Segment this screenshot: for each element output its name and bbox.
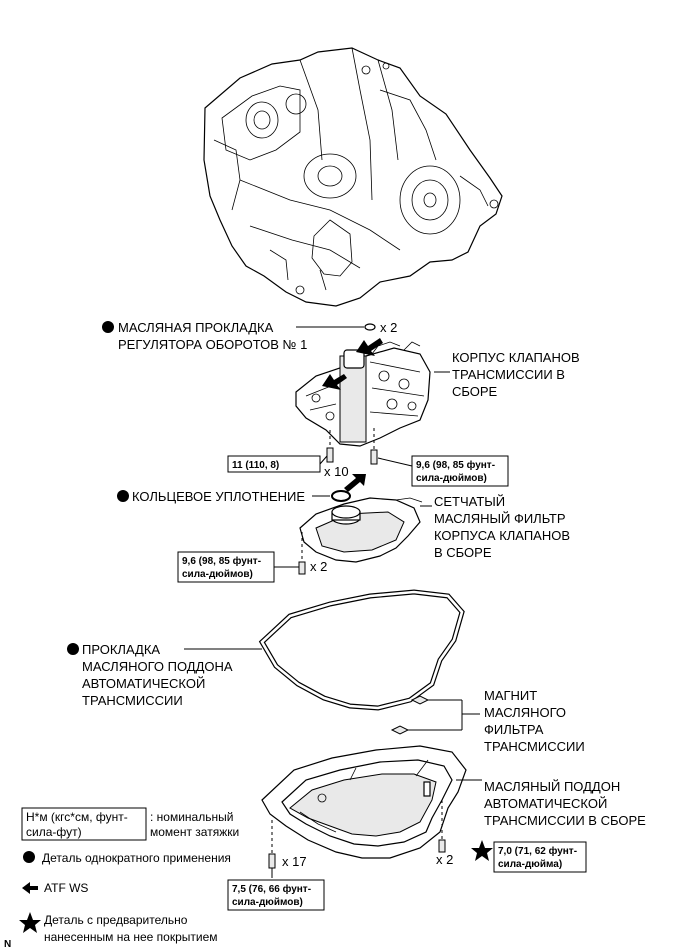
- valve-body-illustration: [295, 341, 431, 447]
- qty-bolt-pan-x2: x 2: [436, 852, 453, 867]
- torque-96a-line1: 9,6 (98, 85 фунт-: [416, 459, 495, 471]
- torque-70-line2: сила-дюйма): [498, 859, 562, 870]
- legend-unit-box: [21, 807, 147, 841]
- bolt-x10-part: [326, 447, 334, 463]
- qty-bolt-x10: x 10: [324, 464, 349, 479]
- precoated-star-pan-bolt: [471, 840, 493, 861]
- label-magnet-line3: ФИЛЬТРА: [484, 722, 544, 737]
- bolt-96a-part: [370, 449, 378, 465]
- torque-70-line1: 7,0 (71, 62 фунт-: [498, 845, 577, 857]
- label-gasket-regulator-line2: РЕГУЛЯТОРА ОБОРОТОВ № 1: [118, 337, 307, 352]
- label-oil-pan-line2: АВТОМАТИЧЕСКОЙ: [484, 796, 607, 811]
- legend-precoated-line2: нанесенным на нее покрытием: [44, 930, 218, 944]
- non-reusable-bullet-gasket-regulator: [102, 321, 114, 333]
- magnet-part-2: [390, 725, 410, 735]
- bolt-strainer-part: [298, 561, 306, 575]
- legend-precoated-star-icon: [19, 912, 41, 933]
- transmission-housing-illustration: [203, 47, 503, 307]
- qty-bolt-strainer: x 2: [310, 559, 327, 574]
- torque-75-line1: 7,5 (76, 66 фунт-: [232, 883, 311, 895]
- legend-atf-arrow-icon: [22, 882, 38, 894]
- leader-torque-11: [319, 455, 328, 465]
- oil-strainer-illustration: [299, 497, 423, 563]
- leader-torque-96a: [377, 457, 413, 467]
- legend-unit-desc-line2: момент затяжки: [150, 825, 239, 839]
- non-reusable-bullet-o-ring: [117, 490, 129, 502]
- pan-gasket-illustration: [258, 589, 465, 711]
- bolt-pan-x2-part: [438, 839, 446, 853]
- label-valve-body-line3: СБОРЕ: [452, 384, 498, 399]
- label-pan-gasket-line3: АВТОМАТИЧЕСКОЙ: [82, 676, 205, 691]
- torque-75-line2: сила-дюймов): [232, 897, 303, 908]
- legend-non-reusable-bullet: [23, 851, 35, 863]
- label-magnet-line4: ТРАНСМИССИИ: [484, 739, 585, 754]
- non-reusable-bullet-pan-gasket: [67, 643, 79, 655]
- legend-precoated-line1: Деталь с предварительно: [44, 913, 188, 927]
- label-oil-pan-line1: МАСЛЯНЫЙ ПОДДОН: [484, 779, 620, 794]
- label-valve-body-line1: КОРПУС КЛАПАНОВ: [452, 350, 580, 365]
- oil-pan-illustration: [261, 745, 467, 859]
- label-o-ring: КОЛЬЦЕВОЕ УПЛОТНЕНИЕ: [132, 489, 305, 504]
- label-strainer-line3: КОРПУСА КЛАПАНОВ: [434, 528, 570, 543]
- label-pan-gasket-line2: МАСЛЯНОГО ПОДДОНА: [82, 659, 233, 674]
- torque-box-75: [227, 879, 325, 911]
- label-magnet-line1: МАГНИТ: [484, 688, 537, 703]
- label-strainer-line2: МАСЛЯНЫЙ ФИЛЬТР: [434, 511, 566, 526]
- legend-non-reusable: Деталь однократного применения: [42, 851, 231, 865]
- torque-96a-line2: сила-дюймов): [416, 473, 487, 484]
- qty-gasket-regulator: x 2: [380, 320, 397, 335]
- label-strainer-line1: СЕТЧАТЫЙ: [434, 494, 505, 509]
- torque-96b-line1: 9,6 (98, 85 фунт-: [182, 555, 261, 567]
- torque-box-70: [493, 841, 587, 873]
- legend-atf: ATF WS: [44, 881, 88, 895]
- label-valve-body-line2: ТРАНСМИССИИ В: [452, 367, 565, 382]
- atf-arrow-o-ring: [344, 474, 366, 492]
- label-pan-gasket-line4: ТРАНСМИССИИ: [82, 693, 183, 708]
- label-strainer-line4: В СБОРЕ: [434, 545, 492, 560]
- torque-11: 11 (110, 8): [232, 460, 279, 471]
- label-gasket-regulator-line1: МАСЛЯНАЯ ПРОКЛАДКА: [118, 320, 274, 335]
- corner-mark: N: [4, 939, 11, 950]
- label-oil-pan-line3: ТРАНСМИССИИ В СБОРЕ: [484, 813, 646, 828]
- label-magnet-line2: МАСЛЯНОГО: [484, 705, 566, 720]
- gasket-regulator-part: [364, 323, 376, 331]
- qty-bolt-x17: x 17: [282, 854, 307, 869]
- torque-96b-line2: сила-дюймов): [182, 569, 253, 580]
- legend-unit-line2: сила-фут): [26, 825, 82, 839]
- atf-arrow-valve-body-1: [356, 338, 383, 356]
- atf-arrow-valve-body-2: [322, 374, 347, 390]
- o-ring-part: [331, 490, 351, 502]
- torque-box-96a: [411, 455, 509, 487]
- label-pan-gasket-line1: ПРОКЛАДКА: [82, 642, 160, 657]
- bolt-x17-part: [268, 853, 276, 869]
- legend-unit-line1: Н*м (кгс*см, фунт-: [26, 810, 128, 824]
- legend-unit-desc-line1: : номинальный: [150, 810, 233, 824]
